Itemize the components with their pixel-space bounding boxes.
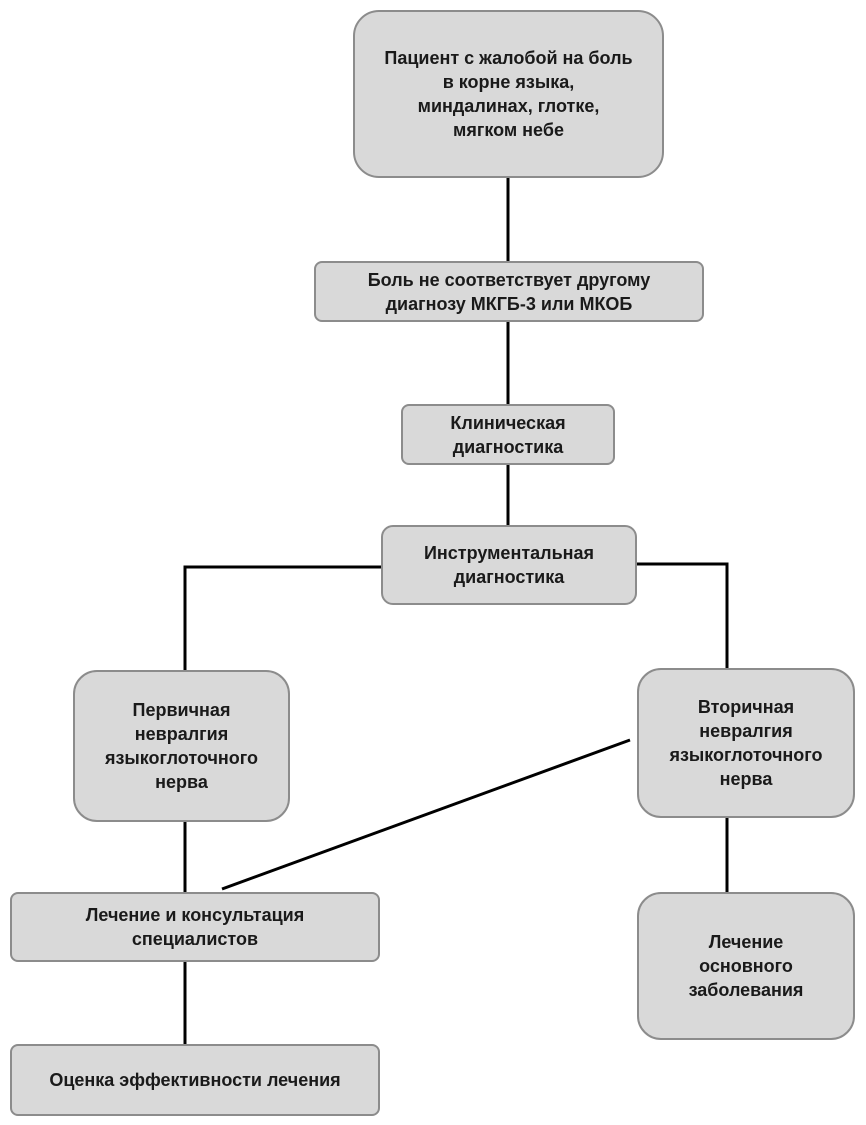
node-primary-neuralgia-label: Первичная невралгия языкоглоточного нерв… bbox=[104, 700, 259, 792]
node-patient-complaint-label: Пациент с жалобой на боль в корне языка,… bbox=[384, 48, 633, 140]
node-instrumental-diagnostics: Инструментальная диагностика bbox=[381, 525, 637, 605]
connector-secondary-to-treatment bbox=[221, 738, 631, 891]
node-primary-neuralgia: Первичная невралгия языкоглоточного нерв… bbox=[73, 670, 290, 822]
node-treatment-evaluation: Оценка эффективности лечения bbox=[10, 1044, 380, 1116]
connector-instrumental-to-primary bbox=[183, 565, 382, 670]
node-underlying-treatment-label: Лечение основного заболевания bbox=[688, 932, 804, 1000]
node-treatment-consultation: Лечение и консультация специалистов bbox=[10, 892, 380, 962]
connector-instrumental-to-secondary bbox=[636, 562, 729, 668]
node-treatment-consultation-label: Лечение и консультация специалистов bbox=[85, 905, 305, 949]
node-pain-mismatch-label: Боль не соответствует другому диагнозу М… bbox=[367, 269, 651, 314]
node-clinical-diagnostics-label: Клиническая диагностика bbox=[450, 412, 566, 457]
node-secondary-neuralgia: Вторичная невралгия языкоглоточного нерв… bbox=[637, 668, 855, 818]
node-pain-mismatch: Боль не соответствует другому диагнозу М… bbox=[314, 261, 704, 322]
node-underlying-treatment: Лечение основного заболевания bbox=[637, 892, 855, 1040]
node-treatment-evaluation-label: Оценка эффективности лечения bbox=[49, 1070, 341, 1090]
node-secondary-neuralgia-label: Вторичная невралгия языкоглоточного нерв… bbox=[669, 697, 823, 789]
node-clinical-diagnostics: Клиническая диагностика bbox=[401, 404, 615, 465]
node-instrumental-diagnostics-label: Инструментальная диагностика bbox=[423, 543, 595, 587]
node-patient-complaint: Пациент с жалобой на боль в корне языка,… bbox=[353, 10, 664, 178]
